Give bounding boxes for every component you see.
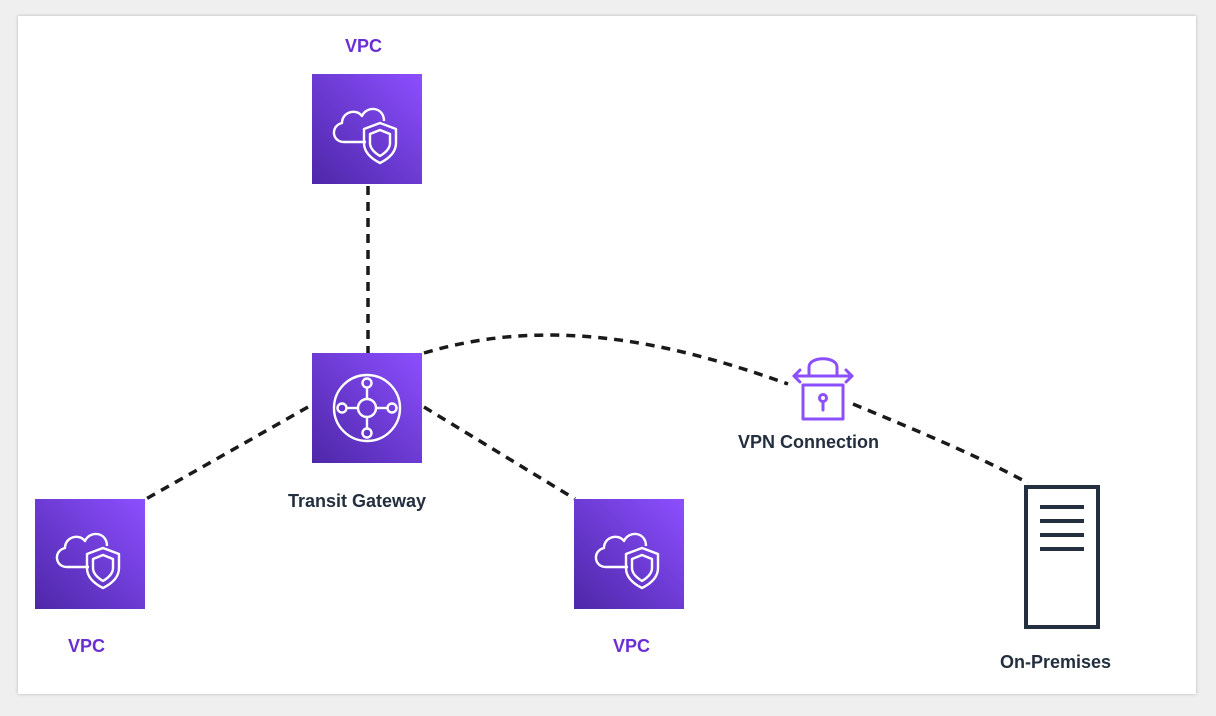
edge-transit-gateway-to-on-premises [423, 333, 789, 386]
padlock-arrows-icon[interactable] [790, 350, 856, 422]
vpc-left-label: VPC [68, 636, 106, 656]
vpc-left-node[interactable] [35, 499, 145, 609]
diagram-canvas: VPC Transit Gatew [18, 16, 1196, 694]
transit-gateway-label: Transit Gateway [288, 491, 427, 511]
transit-gateway-hub-icon [332, 373, 402, 443]
vpc-top-label: VPC [345, 36, 383, 56]
vpc-right-node[interactable] [574, 499, 684, 609]
vpc-shield-cloud-icon [594, 532, 660, 590]
connector-layer [145, 186, 1029, 501]
vpc-shield-cloud-icon [332, 107, 398, 165]
edge-transit-gateway-to-vpc-right [423, 405, 576, 501]
on-premises-label: On-Premises [1000, 652, 1112, 672]
edge-transit-gateway-to-vpc-left [145, 405, 309, 501]
server-rack-icon[interactable] [1022, 483, 1102, 631]
transit-gateway-node[interactable] [312, 353, 422, 463]
vpc-top-node[interactable] [312, 74, 422, 184]
vpc-right-label: VPC [613, 636, 651, 656]
vpn-connection-label: VPN Connection [738, 432, 880, 452]
vpc-shield-cloud-icon [55, 532, 121, 590]
edge-vpn-to-on-premises [852, 402, 1029, 485]
